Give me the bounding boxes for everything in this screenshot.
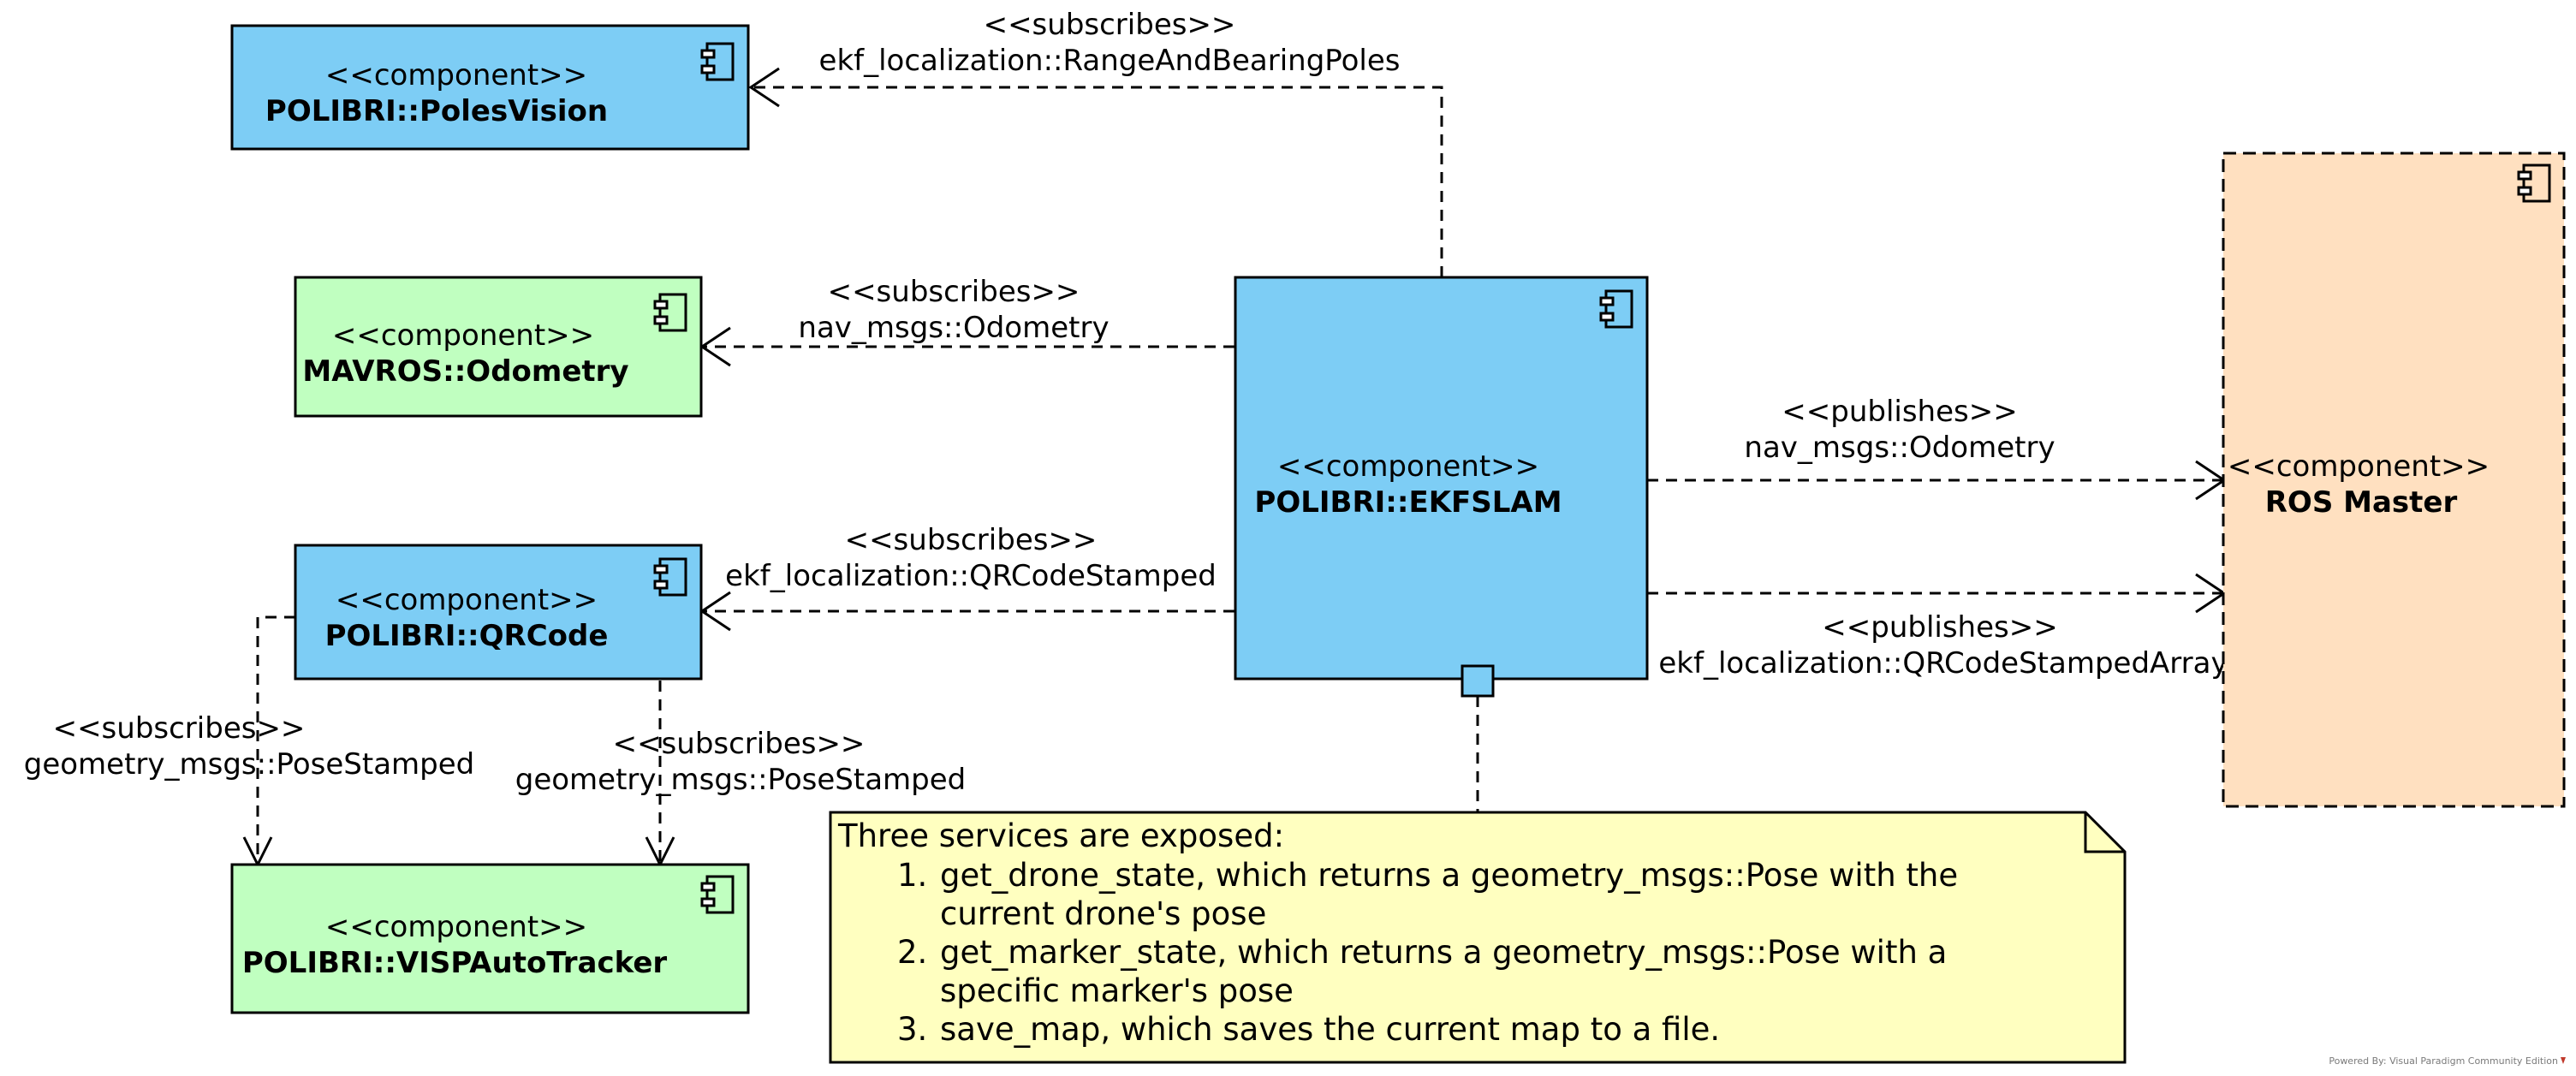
note-item-number: 1. <box>897 857 927 894</box>
component-ros-master[interactable]: <<component>> ROS Master <box>2222 152 2566 808</box>
component-stereotype: <<component>> <box>2228 449 2490 484</box>
component-stereotype: <<component>> <box>336 583 598 617</box>
note-title: Three services are exposed: <box>837 817 1284 854</box>
component-ekfslam[interactable]: <<component>> POLIBRI::EKFSLAM <box>1234 276 1649 698</box>
component-stereotype: <<component>> <box>1277 449 1539 484</box>
note-item-number: 3. <box>897 1011 927 1048</box>
note-item-text: get_drone_state, which returns a geometr… <box>940 857 1958 894</box>
interface-port[interactable] <box>1461 664 1495 698</box>
note-item-text: get_marker_state, which returns a geomet… <box>940 934 1947 971</box>
component-name: POLIBRI::QRCode <box>325 619 609 653</box>
component-stereotype: <<component>> <box>325 58 587 92</box>
component-stereotype: <<component>> <box>332 318 594 353</box>
note-item-text: save_map, which saves the current map to… <box>940 1011 1720 1048</box>
connector-message: ekf_localization::QRCodeStamped <box>725 559 1217 593</box>
component-qrcode[interactable]: <<component>> POLIBRI::QRCode <box>294 544 703 681</box>
connector-stereotype: <<subscribes>> <box>53 711 306 746</box>
connector-ekf-poles[interactable]: <<subscribes>> ekf_localization::RangeAn… <box>748 8 1443 277</box>
component-stereotype: <<component>> <box>325 910 587 944</box>
connector-message: ekf_localization::RangeAndBearingPoles <box>819 44 1401 78</box>
connector-message: nav_msgs::Odometry <box>1744 431 2055 465</box>
connector-stereotype: <<publishes>> <box>1822 610 2057 645</box>
connector-ekf-qrcode[interactable]: <<subscribes>> ekf_localization::QRCodeS… <box>699 523 1234 632</box>
connector-stereotype: <<subscribes>> <box>845 523 1098 557</box>
connector-message: geometry_msgs::PoseStamped <box>24 747 475 782</box>
component-name: POLIBRI::EKFSLAM <box>1254 485 1562 520</box>
note-item-text: specific marker's pose <box>940 972 1294 1009</box>
note-fold <box>2084 812 2125 853</box>
connector-message: ekf_localization::QRCodeStampedArray <box>1658 646 2228 681</box>
component-name: POLIBRI::VISPAutoTracker <box>242 946 668 980</box>
services-note[interactable]: Three services are exposed: 1. get_drone… <box>829 811 2127 1064</box>
connector-qrcode-visp-right[interactable]: <<subscribes>> geometry_msgs::PoseStampe… <box>515 681 967 868</box>
watermark: Powered By: Visual Paradigm Community Ed… <box>2329 1055 2558 1067</box>
note-item-number: 2. <box>897 934 927 971</box>
component-visp-autotracker[interactable]: <<component>> POLIBRI::VISPAutoTracker <box>230 863 750 1014</box>
connector-stereotype: <<publishes>> <box>1782 395 2017 429</box>
connector-ekf-mavros[interactable]: <<subscribes>> nav_msgs::Odometry <box>699 275 1234 367</box>
component-name: MAVROS::Odometry <box>302 354 628 389</box>
component-name: ROS Master <box>2265 485 2458 520</box>
connector-stereotype: <<subscribes>> <box>984 8 1236 42</box>
connector-ekf-ros-odometry[interactable]: <<publishes>> nav_msgs::Odometry <box>1647 395 2227 501</box>
component-name: POLIBRI::PolesVision <box>265 94 608 128</box>
connector-ekf-ros-qrarray[interactable]: <<publishes>> ekf_localization::QRCodeSt… <box>1647 573 2228 681</box>
vp-logo-icon <box>2561 1057 2566 1064</box>
connector-stereotype: <<subscribes>> <box>613 727 866 761</box>
component-poles-vision[interactable]: <<component>> POLIBRI::PolesVision <box>230 24 750 151</box>
connector-stereotype: <<subscribes>> <box>828 275 1080 309</box>
connector-message: geometry_msgs::PoseStamped <box>515 763 967 797</box>
component-mavros-odometry[interactable]: <<component>> MAVROS::Odometry <box>294 276 703 418</box>
connector-qrcode-visp-left[interactable]: <<subscribes>> geometry_msgs::PoseStampe… <box>24 615 475 868</box>
connector-message: nav_msgs::Odometry <box>798 311 1109 345</box>
note-item-text: current drone's pose <box>940 895 1266 932</box>
